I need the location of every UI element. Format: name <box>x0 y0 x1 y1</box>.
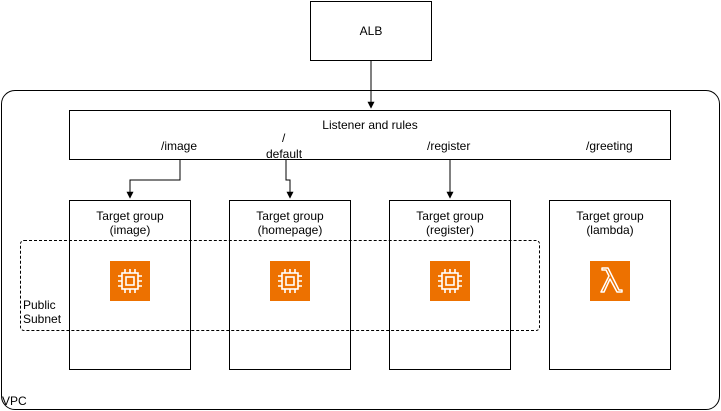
public-subnet <box>20 240 540 331</box>
target-group-label: Target group (register) <box>416 209 484 237</box>
rule-register: /register <box>427 139 471 153</box>
vpc-label: VPC <box>2 394 27 408</box>
lambda-icon <box>590 261 630 301</box>
alb-box: ALB <box>310 1 432 61</box>
target-group-label: Target group (homepage) <box>256 209 324 237</box>
listener-box <box>69 110 671 160</box>
image-route-arrow <box>126 160 181 199</box>
vpc-container <box>1 90 720 410</box>
alb-label: ALB <box>359 24 383 38</box>
public-subnet-label: Public Subnet <box>23 298 62 326</box>
default-route-arrow <box>285 160 294 199</box>
ec2-icon <box>270 261 310 301</box>
rule-default: default <box>266 147 303 161</box>
target-group-label: Target group (image) <box>96 209 164 237</box>
rule-image: /image <box>161 139 198 153</box>
rule-greeting: /greeting <box>586 139 633 153</box>
rule-root: / <box>282 131 286 145</box>
target-group-label: Target group (lambda) <box>576 209 644 237</box>
ec2-icon <box>430 261 470 301</box>
listener-title: Listener and rules <box>322 118 418 132</box>
ec2-icon <box>110 261 150 301</box>
